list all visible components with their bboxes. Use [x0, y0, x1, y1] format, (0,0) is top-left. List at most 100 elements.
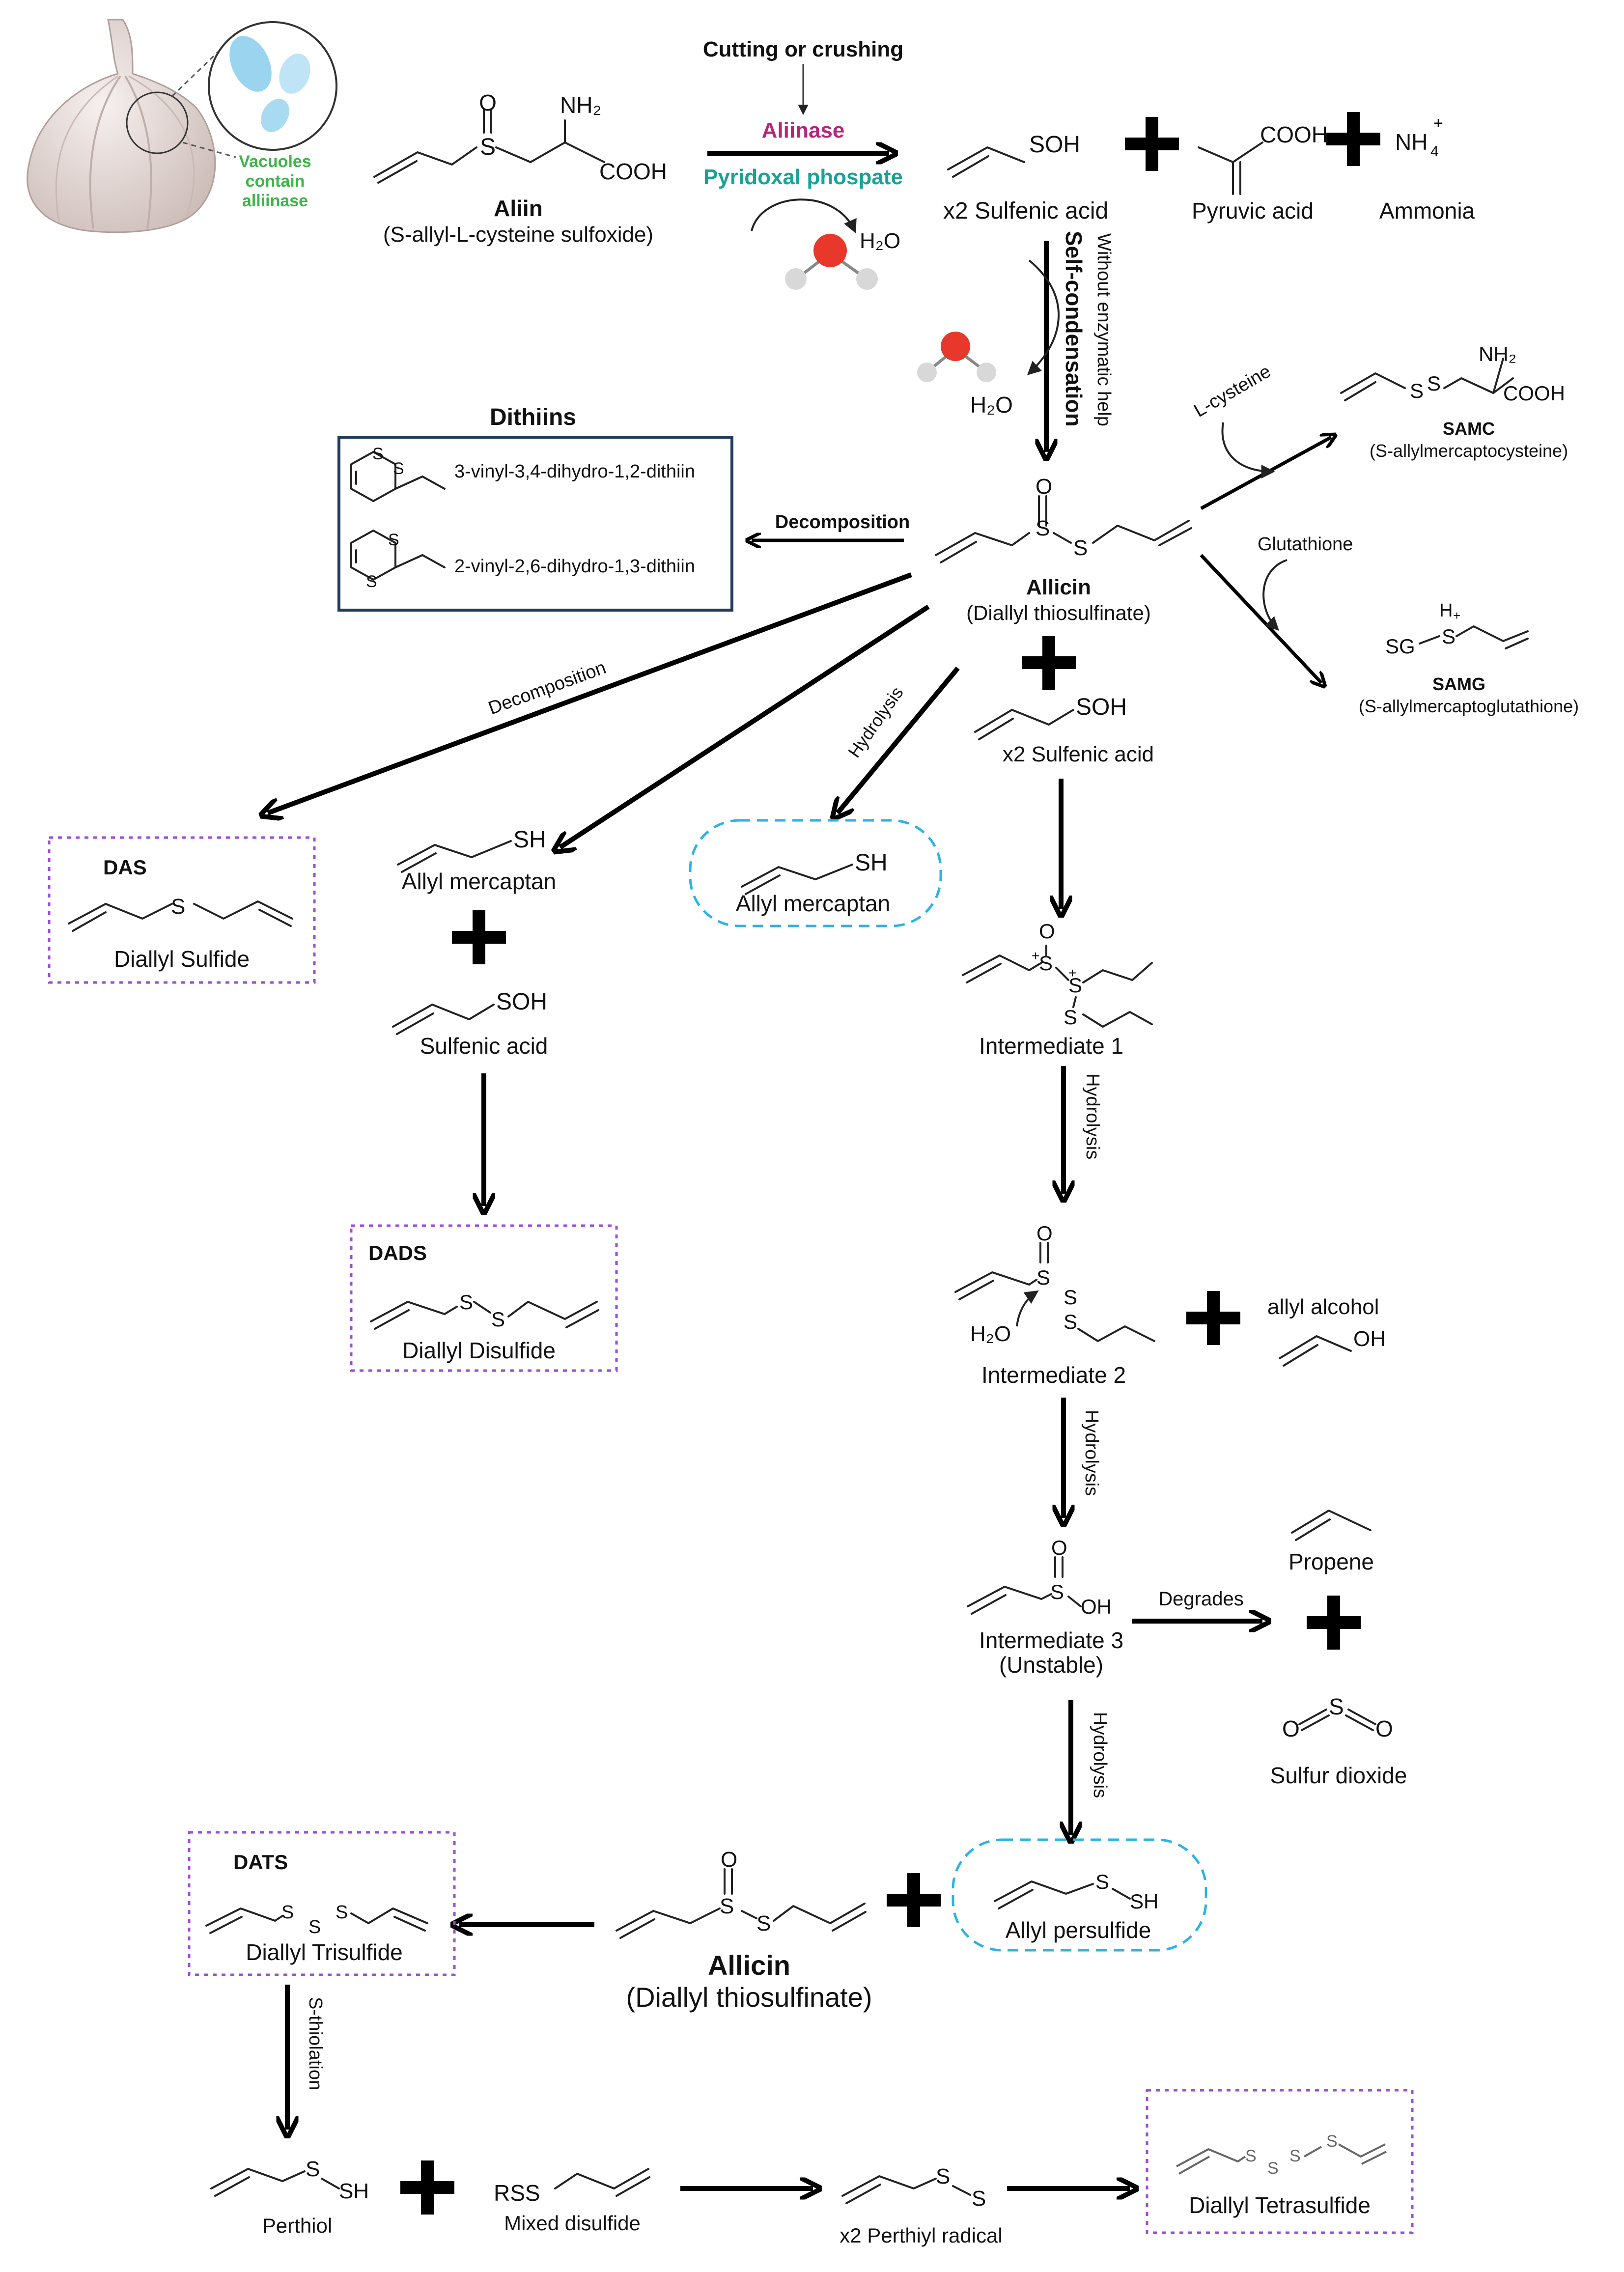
perthiol-label: Perthiol	[262, 2214, 332, 2237]
allicin-structure: S S O Allicin (Diallyl thiosulfinate)	[935, 475, 1192, 624]
sulfur-dioxide-structure: O S O Sulfur dioxide	[1270, 1694, 1407, 1788]
dads-code: DADS	[368, 1241, 427, 1264]
l-cysteine-label: L-cysteine	[1191, 361, 1275, 421]
allicin-full-name: (Diallyl thiosulfinate)	[966, 601, 1151, 624]
allicin2-full: (Diallyl thiosulfinate)	[626, 1982, 872, 2013]
without-enzymatic-label: Without enzymatic help	[1093, 233, 1114, 426]
arrow-to-allyl-mercaptan-hydrolysis	[838, 666, 960, 813]
ammonia-nh: NH	[1395, 129, 1428, 155]
arrow-to-allyl-mercaptan	[560, 604, 930, 847]
pyridoxal-label: Pyridoxal phospate	[703, 165, 903, 189]
samc-s2: S	[1427, 372, 1441, 395]
das-code: DAS	[103, 856, 147, 879]
allicin-s2: S	[1073, 536, 1088, 560]
dats-box: DATS S S S Diallyl Trisulfide	[188, 1831, 456, 1976]
perthiol-structure: S SH Perthiol	[210, 2157, 369, 2237]
self-condensation-label: Self-condensation	[1061, 231, 1087, 427]
aliin-s-atom: S	[480, 134, 496, 160]
pyruvic-cooh: COOH	[1260, 122, 1328, 147]
dats-s1: S	[281, 1902, 294, 1923]
sulfenic-x2-right: SOH x2 Sulfenic acid	[974, 694, 1154, 766]
water-molecule-icon-2	[917, 332, 996, 382]
hydrolysis-label-1: Hydrolysis	[844, 683, 907, 761]
tetrasulfide-box: S S S S Diallyl Tetrasulfide	[1146, 2089, 1414, 2234]
persulfide-label: Allyl persulfide	[1006, 1917, 1151, 1943]
tetra-s4: S	[1326, 2132, 1338, 2151]
dithiin2-s1: S	[388, 531, 399, 549]
allicin2-s2: S	[756, 1911, 771, 1935]
allyl-mercaptan-sh: SH	[513, 827, 546, 853]
int2-s2: S	[1064, 1286, 1077, 1309]
int3-oh: OH	[1081, 1595, 1112, 1618]
aliin-nh2-group: NH₂	[560, 92, 601, 118]
aliinase-label: Aliinase	[762, 118, 845, 142]
int1-s2: S	[1068, 974, 1082, 997]
int3-unstable: (Unstable)	[999, 1652, 1103, 1678]
perthiol-sh: SH	[339, 2179, 369, 2203]
dats-s3: S	[336, 1902, 348, 1923]
allyl-mercaptan-2-sh: SH	[855, 850, 888, 876]
degrades-label: Degrades	[1158, 1588, 1243, 1610]
sulfenic-left-label: Sulfenic acid	[420, 1033, 548, 1059]
decomposition-arrow-dithiins: Decomposition	[752, 512, 910, 540]
dats-s2: S	[308, 1917, 321, 1937]
int1-o: O	[1039, 920, 1055, 943]
sulfenic-acid-left: SOH Sulfenic acid	[392, 989, 548, 1059]
allyl-mercaptan-2-label: Allyl mercaptan	[736, 891, 890, 916]
int2-s3: S	[1064, 1310, 1077, 1333]
allicin2-label: Allicin	[708, 1950, 790, 1981]
tetra-name: Diallyl Tetrasulfide	[1189, 2192, 1371, 2218]
dithiin1-s1: S	[372, 445, 384, 463]
allyl-alcohol-label: allyl alcohol	[1267, 1295, 1379, 1319]
int1-label: Intermediate 1	[979, 1033, 1123, 1059]
persulfide-sh: SH	[1130, 1890, 1158, 1913]
dithiin2-s2: S	[366, 572, 377, 591]
sulfenic-soh: SOH	[1029, 132, 1080, 158]
intermediate-1-structure: S + O S + S Intermediate 1	[962, 920, 1153, 1059]
s-thiolation-label: S-thiolation	[305, 1997, 326, 2090]
int1-plus2: +	[1068, 965, 1076, 981]
dithiin1-s2: S	[393, 459, 404, 478]
self-condensation-arrow: H₂O Self-condensation Without enzymatic …	[917, 231, 1114, 452]
samg-full-name: (S-allylmercaptoglutathione)	[1359, 696, 1579, 716]
samc-s1: S	[1410, 379, 1424, 402]
dats-code: DATS	[233, 1851, 288, 1874]
water-label-top: H₂O	[860, 229, 900, 253]
int3-o: O	[1051, 1536, 1067, 1559]
ammonia-structure: NH 4 + Ammonia	[1379, 114, 1475, 224]
samc-full-name: (S-allylmercaptocysteine)	[1370, 441, 1568, 461]
aliin-o-atom: O	[479, 90, 497, 115]
dithiin-item-2: 2-vinyl-2,6-dihydro-1,3-dithiin	[454, 556, 695, 577]
dads-box: DADS S S Diallyl Disulfide	[350, 1224, 618, 1372]
vacuole-icon	[229, 36, 310, 132]
intermediate-3-structure: S O OH Intermediate 3 (Unstable)	[967, 1536, 1123, 1678]
sulfenic-x2-label: x2 Sulfenic acid	[943, 198, 1108, 224]
int1-s3: S	[1064, 1006, 1077, 1029]
plus-sign-4	[452, 910, 506, 964]
int1-plus1: +	[1032, 948, 1039, 963]
samg-sg: SG	[1385, 635, 1415, 658]
allicin-bottom-structure: S O S Allicin (Diallyl thiosulfinate)	[616, 1848, 872, 2013]
allyl-mercaptan-left: SH Allyl mercaptan	[397, 827, 556, 894]
plus-sign-1	[1125, 117, 1179, 171]
decomposition-label-1: Decomposition	[775, 512, 910, 533]
perthiyl-s2: S	[972, 2187, 986, 2211]
int2-s1: S	[1036, 1266, 1050, 1289]
allicin-o: O	[1036, 475, 1052, 499]
int2-water: H₂O	[970, 1322, 1011, 1346]
aliin-full-name: (S-allyl-L-cysteine sulfoxide)	[383, 223, 653, 247]
so2-o1: O	[1282, 1716, 1300, 1741]
mixed-rss: RSS	[494, 2180, 540, 2206]
sulfenic-right-label: x2 Sulfenic acid	[1003, 742, 1154, 766]
dads-s1: S	[459, 1290, 473, 1314]
plus-sign-2	[1326, 112, 1380, 166]
perthiyl-radical-structure: S S x2 Perthiyl radical	[840, 2164, 1002, 2247]
allyl-mercaptan-label: Allyl mercaptan	[402, 869, 556, 894]
tetra-s2: S	[1267, 2159, 1279, 2178]
tetra-s3: S	[1289, 2147, 1301, 2165]
allyl-alcohol-structure: allyl alcohol OH	[1267, 1295, 1386, 1367]
samc-cooh: COOH	[1503, 382, 1565, 405]
vacuoles-label-1: Vacuoles	[239, 152, 311, 171]
samg-label: SAMG	[1432, 674, 1485, 694]
plus-sign-6	[1307, 1596, 1361, 1650]
